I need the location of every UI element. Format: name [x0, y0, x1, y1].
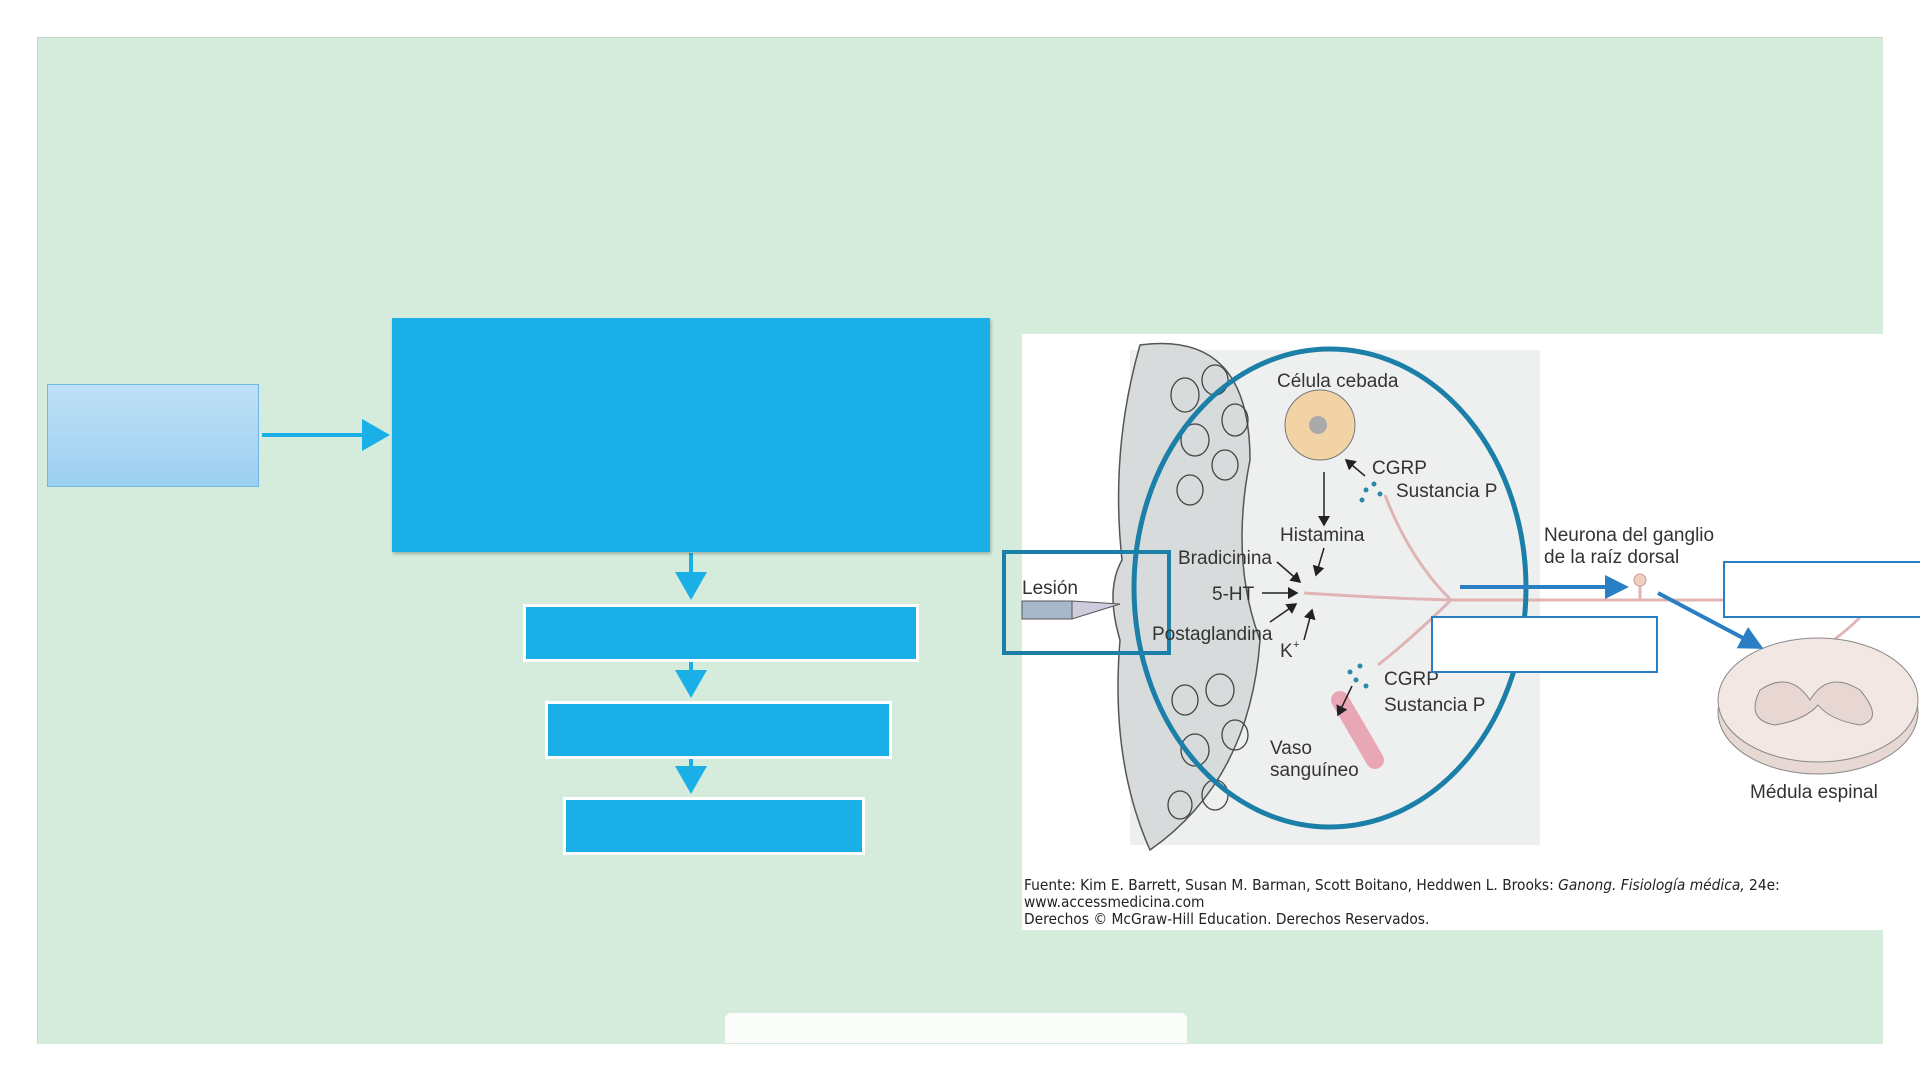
blank-label-box-2[interactable] [1723, 561, 1920, 618]
label-potassium: K [1280, 641, 1293, 662]
step-box-3[interactable] [563, 797, 865, 855]
label-vessel-1: Vaso [1270, 738, 1312, 759]
label-cgrp-top: CGRP [1372, 458, 1427, 479]
caption-rights: Derechos © McGraw-Hill Education. Derech… [1024, 910, 1430, 928]
label-injury: Lesión [1022, 578, 1078, 599]
drg-soma-icon [1633, 573, 1647, 587]
label-substance-p-top: Sustancia P [1396, 481, 1497, 502]
caption-edition: 24e: [1744, 876, 1780, 894]
mast-cell-nucleus-icon [1309, 416, 1327, 434]
stimulus-box[interactable] [47, 384, 259, 487]
mediator-arrows [1262, 459, 1366, 717]
neuropeptide-dots-icon [1347, 481, 1383, 689]
caption-book-title: Ganong. Fisiología médica, [1558, 876, 1745, 894]
step-box-1[interactable] [523, 604, 919, 662]
label-mast-cell: Célula cebada [1277, 371, 1399, 392]
blank-label-box-1[interactable] [1431, 616, 1658, 673]
bottom-tab [725, 1013, 1187, 1043]
annotation-arrow-2 [1657, 591, 1764, 649]
spinal-cord-icon [1717, 637, 1919, 775]
scalpel-icon [1021, 600, 1073, 620]
caption-source: Fuente: Kim E. Barrett, Susan M. Barman,… [1024, 876, 1559, 894]
label-spinal-cord: Médula espinal [1750, 782, 1878, 803]
label-bradykinin: Bradicinina [1178, 548, 1272, 569]
label-vessel-2: sanguíneo [1270, 760, 1359, 781]
step-box-2[interactable] [545, 701, 892, 759]
label-5ht: 5-HT [1212, 584, 1255, 605]
main-concept-box[interactable] [392, 318, 990, 552]
label-drg-2: de la raíz dorsal [1544, 547, 1679, 568]
label-prostaglandin: Postaglandina [1152, 624, 1273, 645]
label-histamine: Histamina [1280, 525, 1365, 546]
caption-url: www.accessmedicina.com [1024, 893, 1205, 911]
sensory-neuron [1303, 494, 1920, 682]
injury-highlight-box [1002, 550, 1171, 655]
label-cgrp-bottom: CGRP [1384, 669, 1439, 690]
label-drg-1: Neurona del ganglio [1544, 525, 1714, 546]
figure-caption: Fuente: Kim E. Barrett, Susan M. Barman,… [1024, 877, 1780, 928]
label-substance-p-bottom: Sustancia P [1384, 695, 1485, 716]
skin-tissue [1112, 342, 1261, 852]
scalpel-blade-icon [1071, 600, 1121, 620]
label-potassium-sup: + [1293, 639, 1299, 651]
